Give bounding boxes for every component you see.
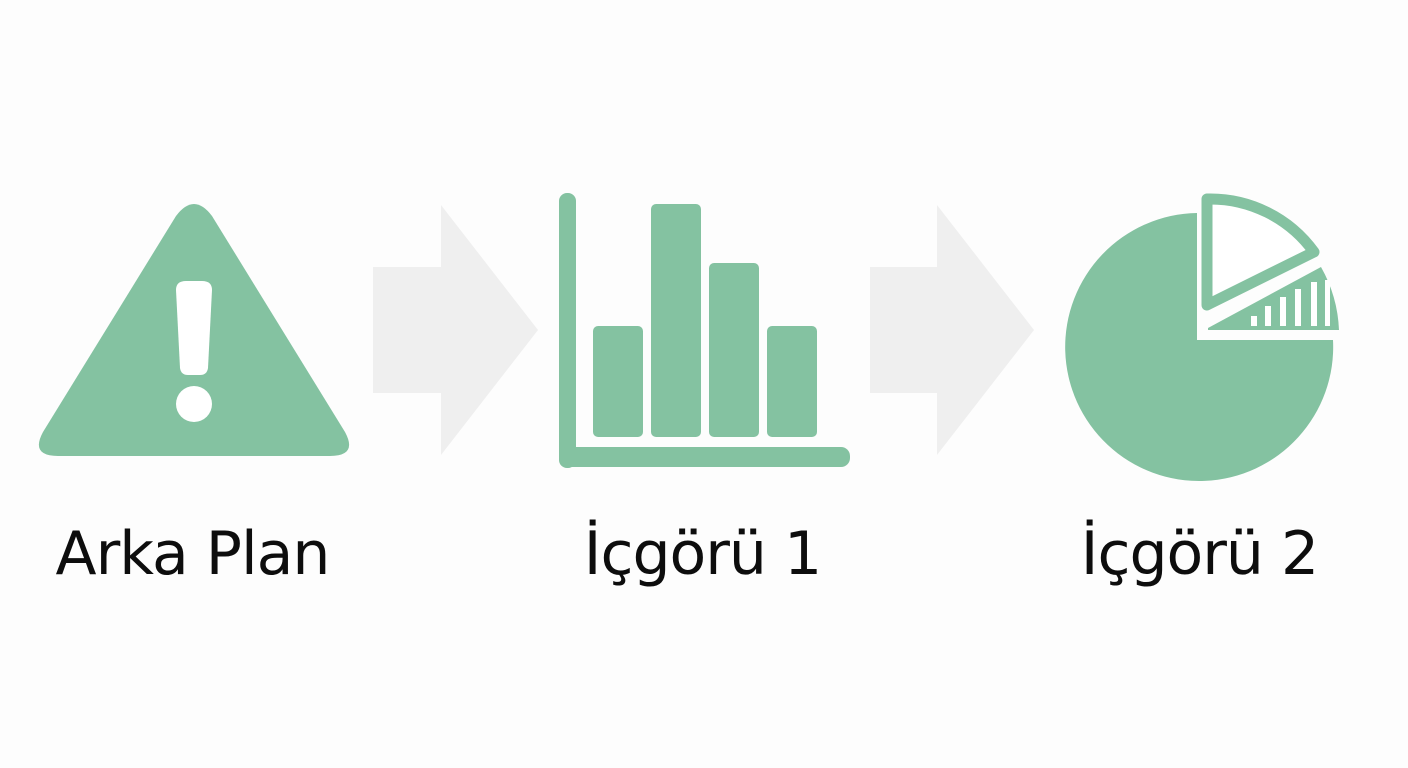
step-label-insight-1: İçgörü 1 [583, 519, 822, 589]
arrow-right-icon [373, 205, 538, 455]
bar-chart-icon [559, 193, 850, 468]
step-label-background: Arka Plan [55, 519, 331, 589]
warning-icon [38, 204, 350, 456]
step-label-insight-2: İçgörü 2 [1080, 519, 1319, 589]
pie-chart-icon [1065, 193, 1339, 481]
arrow-right-icon [870, 205, 1034, 455]
